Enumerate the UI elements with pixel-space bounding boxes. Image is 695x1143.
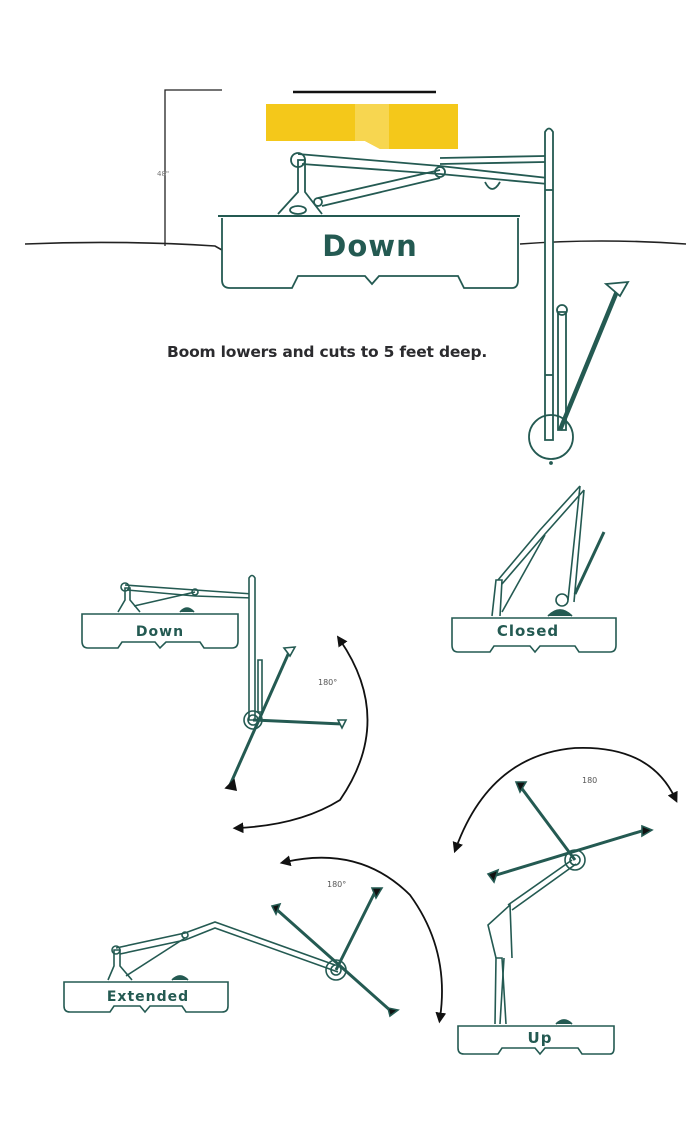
svg-text:Down: Down [136, 624, 184, 640]
up-view: Up 180 [452, 746, 678, 1056]
vertical-cutter [528, 127, 630, 465]
yellow-reach-bar [266, 104, 458, 149]
svg-text:Extended: Extended [107, 989, 189, 1005]
closed-view: Closed [451, 485, 617, 654]
rotation-arrow [452, 746, 678, 854]
rotation-arrow [279, 855, 447, 1024]
rotation-arrow [232, 635, 369, 834]
svg-text:180°: 180° [318, 678, 337, 687]
svg-text:180°: 180° [327, 880, 346, 889]
down-rotation-view: Down 180° [81, 574, 369, 834]
water-line [24, 241, 223, 251]
svg-text:Up: Up [528, 1029, 553, 1047]
boom-arm [277, 152, 549, 215]
main-down-view: 48" Down [24, 89, 687, 465]
extended-view: Extended 180° [63, 855, 447, 1024]
hull: Down [218, 215, 520, 289]
height-dimension: 48" [157, 89, 222, 246]
caption-text: Boom lowers and cuts to 5 feet deep. [167, 343, 488, 361]
svg-text:48": 48" [157, 170, 169, 178]
svg-text:Down: Down [322, 229, 417, 263]
svg-text:180: 180 [582, 776, 597, 785]
svg-text:Closed: Closed [497, 622, 559, 640]
